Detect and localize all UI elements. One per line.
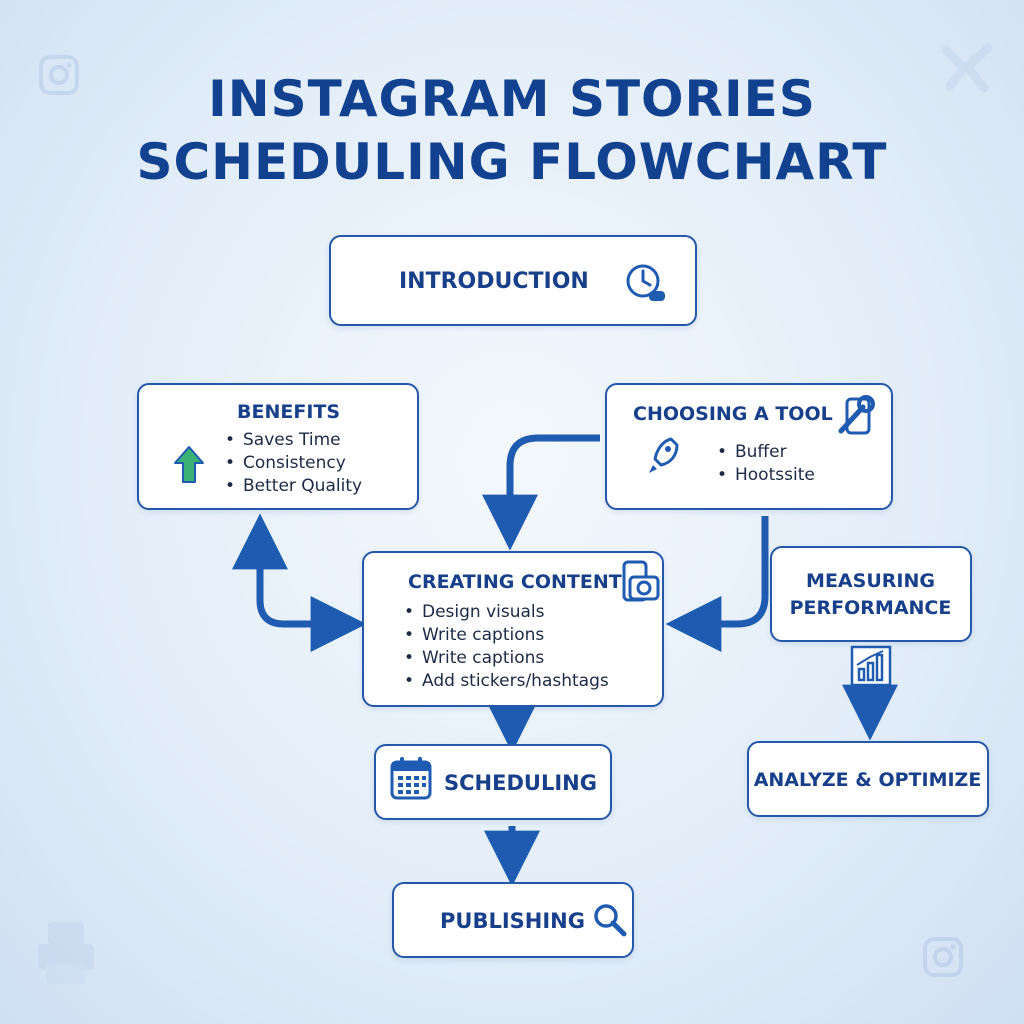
node-measuring-label-line1: MEASURING: [806, 570, 935, 592]
node-benefits[interactable]: BENEFITS Saves Time Consistency Better Q…: [137, 383, 419, 510]
clock-icon: [626, 264, 665, 301]
printer-icon: [38, 922, 94, 984]
node-measuring-performance[interactable]: MEASURING PERFORMANCE: [770, 546, 972, 642]
arrow-tool-to-content: [482, 434, 600, 551]
title-line-2: SCHEDULING FLOWCHART: [136, 133, 888, 191]
arrow-up-icon: [174, 446, 204, 483]
node-benefits-label: BENEFITS: [237, 401, 341, 423]
node-introduction-label: INTRODUCTION: [399, 269, 589, 294]
content-item: Write captions: [404, 647, 609, 670]
tools-list: Buffer Hootssite: [717, 441, 815, 487]
title-line-1: INSTAGRAM STORIES: [208, 70, 816, 128]
benefits-list: Saves Time Consistency Better Quality: [225, 429, 362, 498]
instagram-icon: [923, 937, 963, 977]
node-analyze-label: ANALYZE & OPTIMIZE: [753, 769, 982, 791]
content-list: Design visuals Write captions Write capt…: [404, 601, 609, 693]
rocket-icon: [649, 437, 679, 473]
arrow-tool-down-to-content: [665, 516, 769, 652]
camera-phone-icon: [622, 560, 660, 602]
benefit-item: Saves Time: [225, 429, 362, 452]
node-introduction[interactable]: INTRODUCTION: [329, 235, 697, 326]
benefit-item: Better Quality: [225, 475, 362, 498]
node-creating-content[interactable]: CREATING CONTENT Design visuals Write ca…: [362, 551, 664, 707]
benefit-item: Consistency: [225, 452, 362, 475]
content-item: Design visuals: [404, 601, 609, 624]
bird-icon: [941, 43, 993, 93]
node-measuring-label-line2: PERFORMANCE: [789, 597, 952, 619]
node-analyze-optimize[interactable]: ANALYZE & OPTIMIZE: [747, 741, 989, 817]
arrow-benefits-to-content: [256, 540, 367, 652]
content-item: Add stickers/hashtags: [404, 670, 609, 693]
wrench-phone-icon: [838, 395, 875, 435]
node-publishing-label: PUBLISHING: [440, 909, 585, 933]
instagram-icon: [39, 55, 79, 95]
content-item: Write captions: [404, 624, 609, 647]
calendar-icon: [390, 757, 432, 800]
node-creating-content-label: CREATING CONTENT: [408, 571, 622, 593]
node-scheduling-label: SCHEDULING: [444, 771, 597, 795]
node-choosing-tool-label: CHOOSING A TOOL: [633, 403, 833, 425]
bar-chart-icon: [850, 645, 892, 687]
tool-item: Hootssite: [717, 464, 815, 487]
tool-item: Buffer: [717, 441, 815, 464]
node-choosing-tool[interactable]: CHOOSING A TOOL Buffer Hootssite: [605, 383, 893, 510]
node-publishing[interactable]: PUBLISHING: [392, 882, 634, 958]
search-icon: [594, 904, 627, 937]
